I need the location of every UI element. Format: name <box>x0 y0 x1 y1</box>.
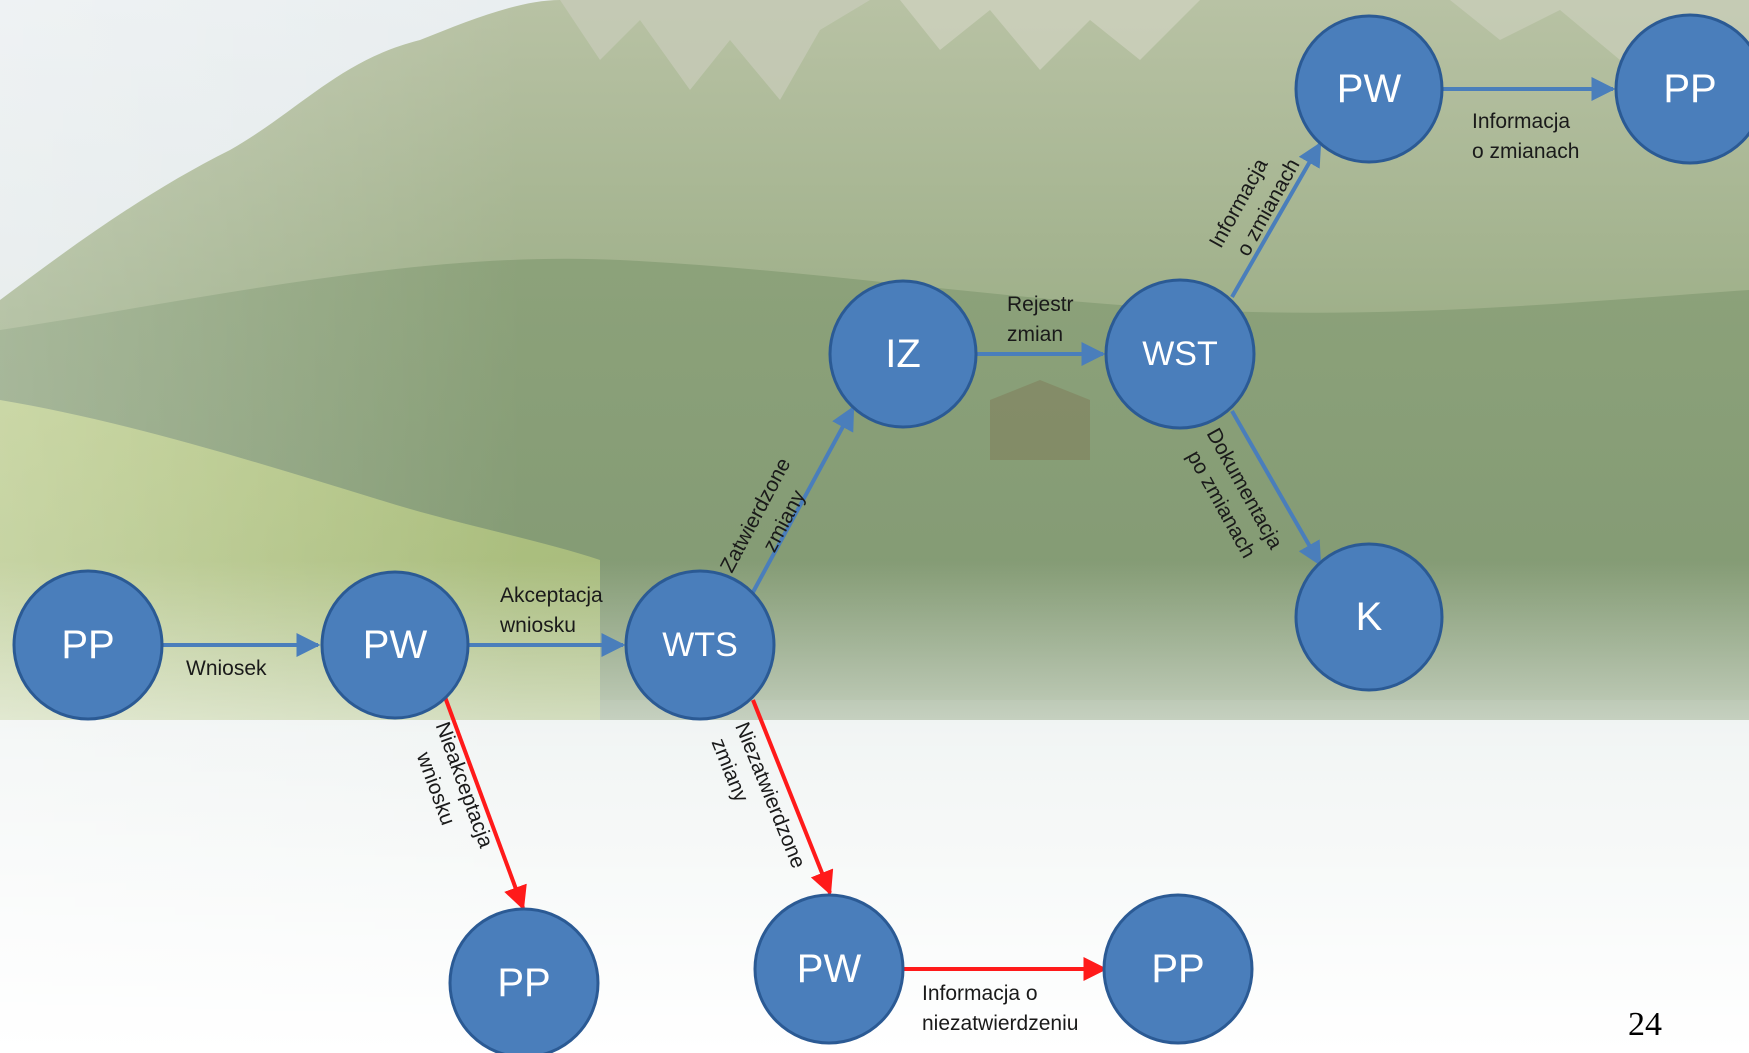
node-label: PP <box>497 961 550 1005</box>
edge-label-rejestr: Rejestr <box>1007 293 1074 316</box>
node-wts: WTS <box>624 569 776 721</box>
node-label: PW <box>797 947 862 991</box>
edge-label-rejestr-line2: zmian <box>1007 323 1063 346</box>
node-pw-main: PW <box>320 570 470 720</box>
page-number: 24 <box>1628 1006 1662 1043</box>
node-iz: IZ <box>828 279 978 429</box>
node-pp-top: PP <box>1614 13 1749 165</box>
node-k: K <box>1294 542 1444 692</box>
node-pp-reject: PP <box>448 907 600 1053</box>
edge-wts-to-iz <box>750 405 855 595</box>
node-label: PP <box>1663 67 1716 111</box>
edge-label-informacja-top-line2: o zmianach <box>1472 140 1579 163</box>
node-pw-top: PW <box>1294 14 1444 164</box>
node-pw-reject: PW <box>753 893 905 1045</box>
edge-label-akceptacja-line2: wniosku <box>499 614 576 637</box>
node-label: PP <box>61 623 114 667</box>
edge-label-informacja-niezatw-line2: niezatwierdzeniu <box>922 1012 1078 1035</box>
node-label: PW <box>1337 67 1402 111</box>
edge-wts-to-pw-reject <box>751 699 834 896</box>
node-label: PP <box>1151 947 1204 991</box>
edge-label-informacja-niezatw: Informacja o <box>922 982 1038 1005</box>
node-label: IZ <box>885 332 921 376</box>
edge-label-akceptacja: Akceptacja <box>500 584 603 607</box>
edge-label-informacja-top: Informacja <box>1472 110 1570 133</box>
edge-wst-to-pw-top <box>1230 141 1322 298</box>
node-wst: WST <box>1104 278 1256 430</box>
node-pp-start: PP <box>12 569 164 721</box>
node-label: PW <box>363 623 428 667</box>
node-pp-final: PP <box>1102 893 1254 1045</box>
edge-wst-to-k <box>1230 410 1322 567</box>
node-label: WTS <box>662 626 738 664</box>
node-label: K <box>1356 595 1383 639</box>
edge-label-wniosek: Wniosek <box>186 657 267 680</box>
node-label: WST <box>1142 335 1218 373</box>
edge-pw-to-pp-reject <box>443 696 527 911</box>
